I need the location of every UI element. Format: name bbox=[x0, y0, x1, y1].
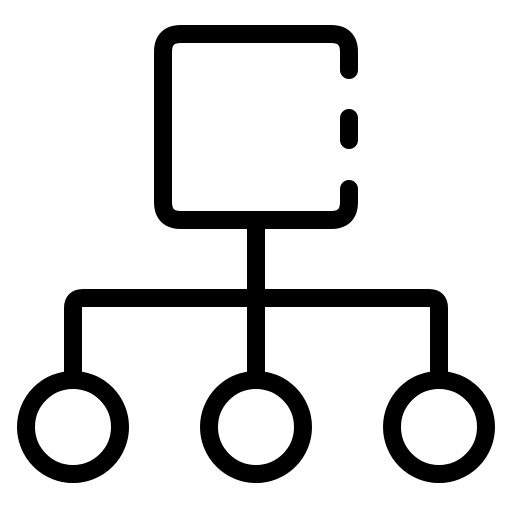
child-node-center bbox=[200, 371, 312, 483]
branch-connector-line bbox=[64, 289, 448, 384]
child-node-left bbox=[17, 371, 129, 483]
child-node-right bbox=[383, 371, 495, 483]
parent-node-outline bbox=[154, 25, 358, 229]
hierarchy-icon-strokes bbox=[17, 25, 495, 483]
